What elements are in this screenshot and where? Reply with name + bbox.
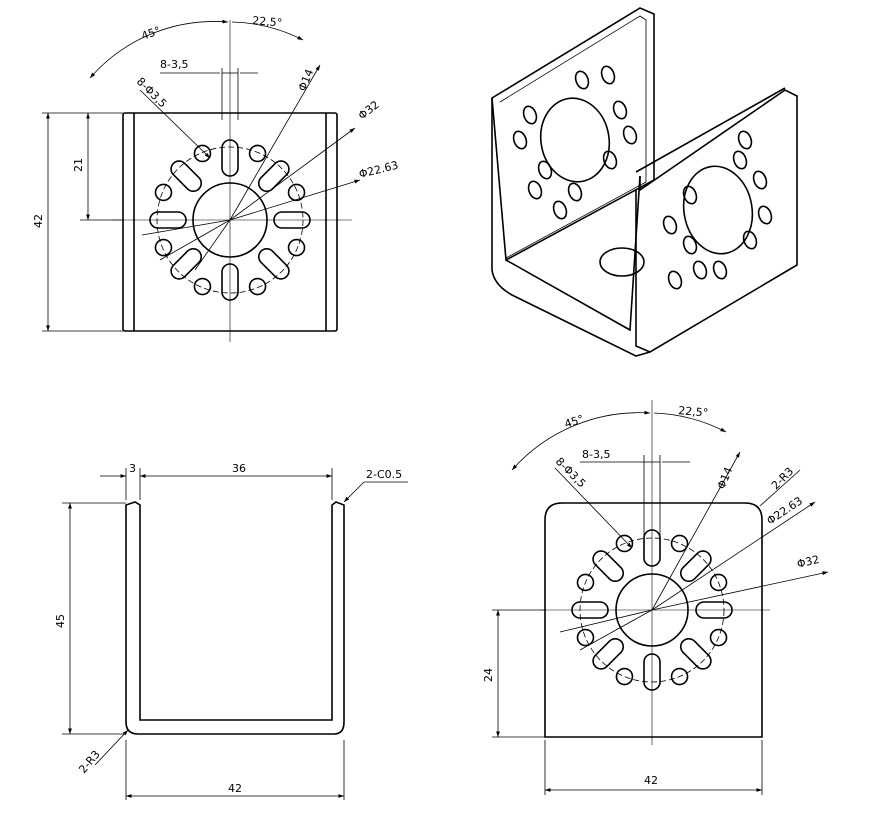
- front-dim-42: 42: [228, 782, 242, 795]
- mount-hole: [576, 628, 595, 647]
- mount-hole: [709, 628, 728, 647]
- side-view: 45° 22,5° 8-3,5 8-Φ3,5 Φ14 2-R3 Φ22.63 Φ…: [482, 400, 829, 795]
- iso-hole: [757, 205, 773, 225]
- iso-hole: [692, 260, 708, 280]
- mount-hole: [248, 277, 267, 296]
- top-view: 45° 22,5° 8-3,5 8-Φ3,5 Φ14 Φ32 Φ22.63 21…: [32, 14, 400, 342]
- mount-slot: [273, 211, 311, 229]
- iso-hole: [602, 150, 618, 170]
- mount-hole: [193, 144, 212, 163]
- mount-slot: [679, 637, 712, 670]
- mount-hole: [193, 277, 212, 296]
- top-view-holes: [154, 144, 306, 296]
- mount-slot: [679, 550, 712, 583]
- iso-hole: [574, 70, 590, 90]
- mount-hole: [248, 144, 267, 163]
- iso-hole: [522, 105, 538, 125]
- top-hole-spec: 8-Φ3,5: [134, 75, 169, 110]
- side-dim-24: 24: [482, 668, 495, 682]
- iso-hole: [682, 235, 698, 255]
- mount-hole: [576, 573, 595, 592]
- side-radius: 2-R3: [769, 465, 796, 492]
- iso-hole: [662, 215, 678, 235]
- front-dim-45: 45: [54, 614, 67, 628]
- front-dim-36: 36: [232, 462, 246, 475]
- side-slot-spec: 8-3,5: [582, 448, 610, 461]
- mount-slot: [643, 653, 661, 691]
- top-view-slots: [149, 139, 311, 301]
- iso-hole: [712, 260, 728, 280]
- mount-hole: [287, 183, 306, 202]
- top-dim-21: 21: [72, 158, 85, 172]
- iso-hole: [600, 65, 616, 85]
- iso-hole: [552, 200, 568, 220]
- iso-hole: [622, 125, 638, 145]
- front-radius: 2-R3: [76, 748, 102, 776]
- iso-hole: [537, 160, 553, 180]
- mount-hole: [287, 238, 306, 257]
- mount-slot: [257, 160, 290, 193]
- mount-slot: [170, 247, 203, 280]
- top-dia-32: Φ32: [356, 98, 382, 122]
- top-angle-45: 45°: [140, 24, 163, 43]
- side-dia-14: Φ14: [715, 465, 736, 491]
- side-angle-45: 45°: [563, 412, 586, 430]
- side-view-holes: [576, 534, 728, 686]
- mount-slot: [170, 160, 203, 193]
- mount-slot: [592, 637, 625, 670]
- front-dim-3: 3: [129, 462, 136, 475]
- iso-hole: [612, 100, 628, 120]
- mount-slot: [571, 601, 609, 619]
- iso-hole: [742, 230, 758, 250]
- iso-hole: [527, 180, 543, 200]
- mount-slot: [221, 263, 239, 301]
- mount-hole: [670, 534, 689, 553]
- mount-hole: [670, 667, 689, 686]
- front-view: 3 36 2-C0.5 45 2-R3 42: [54, 462, 408, 800]
- isometric-view: [491, 7, 798, 357]
- mount-slot: [257, 247, 290, 280]
- side-dia-32: Φ32: [796, 553, 821, 571]
- iso-hole: [732, 150, 748, 170]
- mount-slot: [221, 139, 239, 177]
- mount-hole: [615, 667, 634, 686]
- side-dim-42: 42: [644, 774, 658, 787]
- top-angle-225: 22,5°: [252, 14, 283, 30]
- top-dia-2263: Φ22.63: [358, 159, 400, 181]
- side-angle-225: 22,5°: [678, 404, 709, 420]
- mount-slot: [643, 529, 661, 567]
- isometric-holes: [512, 65, 773, 290]
- front-chamfer: 2-C0.5: [366, 468, 402, 481]
- mount-hole: [154, 183, 173, 202]
- mount-hole: [709, 573, 728, 592]
- iso-hole: [737, 130, 753, 150]
- top-dia-14: Φ14: [296, 67, 317, 93]
- iso-hole: [752, 170, 768, 190]
- mount-slot: [149, 211, 187, 229]
- iso-hole: [512, 130, 528, 150]
- mount-hole: [615, 534, 634, 553]
- top-dim-42: 42: [32, 214, 45, 228]
- side-view-slots: [571, 529, 733, 691]
- mount-hole: [154, 238, 173, 257]
- mount-slot: [695, 601, 733, 619]
- iso-hole: [667, 270, 683, 290]
- top-slot-spec: 8-3,5: [160, 58, 188, 71]
- iso-hole: [567, 182, 583, 202]
- mount-slot: [592, 550, 625, 583]
